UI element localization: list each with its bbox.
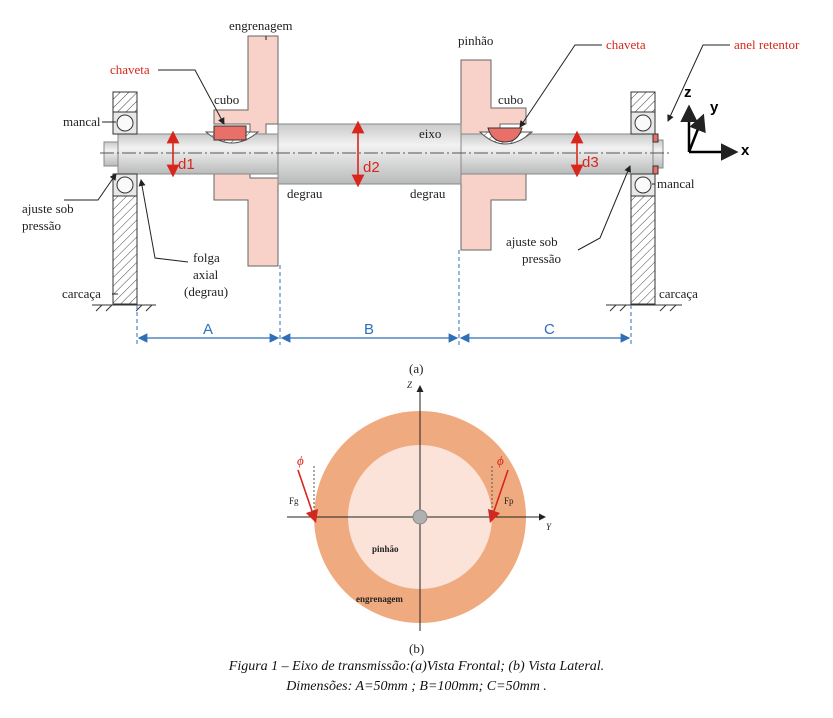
label-degrau-right: degrau	[410, 186, 446, 201]
dimension-c-label: C	[544, 321, 555, 338]
label-folga-3: (degrau)	[184, 284, 228, 299]
phi-right: ϕ	[497, 453, 504, 468]
label-degrau-left: degrau	[287, 186, 323, 201]
fp-label: Fp	[504, 496, 514, 506]
phi-left: ϕ	[297, 453, 304, 468]
axis-z-side: Z	[407, 380, 413, 390]
axis-z-label: z	[684, 84, 692, 101]
label-eixo: eixo	[419, 126, 441, 141]
label-chaveta-left: chaveta	[110, 62, 150, 77]
axis-triad	[680, 104, 739, 161]
label-ajuste-right-2: pressão	[522, 251, 561, 266]
dimension-a-label: A	[203, 321, 213, 338]
ground-right	[606, 304, 682, 312]
retaining-ring	[652, 133, 659, 143]
bearing-right	[630, 111, 656, 197]
fg-arrow	[297, 469, 318, 524]
label-ajuste-left-1: ajuste sob	[22, 201, 74, 216]
subcaption-b: (b)	[409, 641, 424, 656]
housing-left-lower	[112, 195, 138, 305]
caption-line-1: Figura 1 – Eixo de transmissão:(a)Vista …	[228, 659, 605, 674]
retaining-ring-lower	[652, 165, 659, 175]
label-mancal-right: mancal	[657, 176, 695, 191]
label-carcaca-right: carcaça	[659, 286, 698, 301]
side-view: Z Y Fg ϕ Fp ϕ pinhão engrenagem (b)	[287, 380, 552, 656]
dimension-b-label: B	[364, 321, 374, 338]
axis-y-label: y	[710, 99, 719, 116]
d3-label: d3	[582, 154, 599, 171]
label-chaveta-right: chaveta	[606, 37, 646, 52]
label-engrenagem: engrenagem	[229, 18, 293, 33]
caption-line-2: Dimensões: A=50mm ; B=100mm; C=50mm .	[286, 679, 547, 694]
label-cubo-left: cubo	[214, 92, 239, 107]
pinhao-side-label: pinhão	[372, 544, 399, 554]
label-ajuste-right-1: ajuste sob	[506, 234, 558, 249]
dimension-guides	[136, 250, 632, 345]
label-folga-2: axial	[193, 267, 219, 282]
label-ajuste-left-2: pressão	[22, 218, 61, 233]
label-cubo-right: cubo	[498, 92, 523, 107]
subcaption-a: (a)	[409, 361, 423, 376]
axis-x-label: x	[741, 142, 750, 159]
key-chaveta-right	[487, 127, 523, 143]
d1-label: d1	[178, 156, 195, 173]
label-anel-retentor: anel retentor	[734, 37, 800, 52]
label-folga-1: folga	[193, 250, 220, 265]
leader-lines	[64, 36, 730, 295]
shaft-center	[412, 509, 428, 525]
axis-y-side: Y	[546, 522, 552, 532]
engrenagem-side-label: engrenagem	[356, 594, 403, 604]
label-mancal-left: mancal	[63, 114, 101, 129]
label-pinhao: pinhão	[458, 33, 493, 48]
bearing-left	[112, 111, 138, 197]
key-chaveta-left	[213, 125, 247, 141]
housing-right-lower	[630, 195, 656, 305]
front-view: d1 d2 d3 engrenagem pinhão chaveta chave…	[22, 18, 800, 376]
housing-left-upper	[112, 91, 138, 113]
label-carcaca-left: carcaça	[62, 286, 101, 301]
fp-arrow	[488, 469, 509, 524]
housing-right-upper	[630, 91, 656, 113]
ground-left	[92, 304, 156, 312]
fg-label: Fg	[289, 496, 299, 506]
d2-label: d2	[363, 159, 380, 176]
